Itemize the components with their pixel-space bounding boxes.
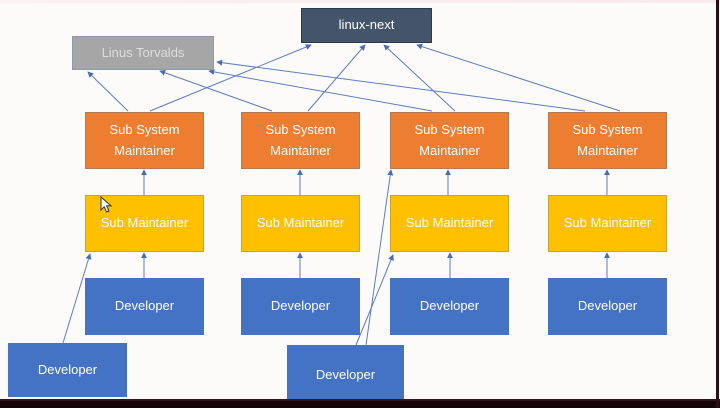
mouse-cursor-icon	[100, 196, 113, 213]
node-sub-system-maintainer-2: Sub System Maintainer	[241, 112, 360, 169]
node-developer-5: Developer	[8, 343, 127, 397]
node-developer-4: Developer	[548, 278, 667, 335]
connector	[208, 68, 433, 112]
connector	[416, 43, 621, 112]
node-linus-torvalds: Linus Torvalds	[72, 36, 214, 70]
node-sub-maintainer-2: Sub Maintainer	[241, 195, 360, 252]
connector	[383, 44, 456, 112]
right-edge-line	[716, 0, 719, 408]
node-developer-3: Developer	[390, 278, 509, 335]
letterbox-bottom-bar	[0, 399, 720, 408]
connector	[216, 59, 586, 112]
node-sub-system-maintainer-3: Sub System Maintainer	[390, 112, 509, 169]
connector	[62, 253, 92, 344]
connector	[87, 71, 129, 112]
node-sub-maintainer-4: Sub Maintainer	[548, 195, 667, 252]
node-sub-system-maintainer-1: Sub System Maintainer	[85, 112, 204, 169]
connector	[159, 69, 273, 112]
connector	[355, 254, 394, 346]
node-sub-system-maintainer-4: Sub System Maintainer	[548, 112, 667, 169]
node-linux-next: linux-next	[301, 8, 432, 43]
node-sub-maintainer-3: Sub Maintainer	[390, 195, 509, 252]
node-developer-1: Developer	[85, 278, 204, 335]
connector	[149, 44, 312, 112]
top-edge-tint	[0, 0, 720, 3]
node-developer-2: Developer	[241, 278, 360, 335]
connector	[365, 169, 394, 346]
node-developer-6: Developer	[287, 345, 404, 406]
